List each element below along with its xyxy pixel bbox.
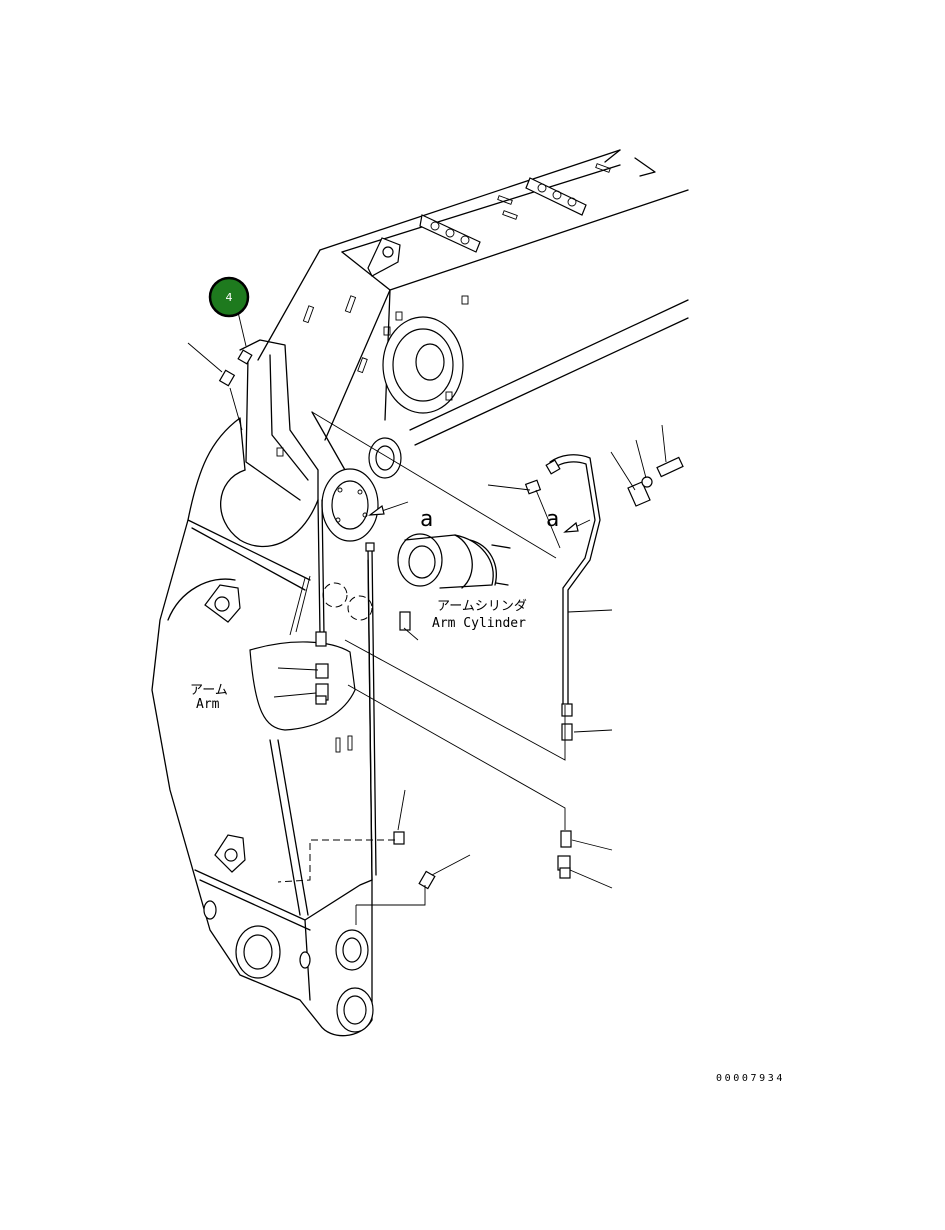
arm-cylinder-bushing <box>397 533 511 589</box>
view-mark-right: a <box>546 507 559 532</box>
drawing-number: 00007934 <box>716 1073 785 1084</box>
view-mark-left: a <box>420 507 433 532</box>
grease-piping <box>218 349 684 925</box>
arm-label-en: Arm <box>196 697 220 712</box>
callout-4[interactable]: 4 <box>208 276 250 318</box>
arm-structure <box>151 339 379 1037</box>
callout-4-number: 4 <box>226 291 233 304</box>
callout-4-badge <box>208 276 250 318</box>
grease-cover-plate <box>249 641 356 731</box>
arm-cylinder-label-jp: アームシリンダ <box>437 599 527 614</box>
leader-lines <box>187 311 667 889</box>
arm-label-jp: アーム <box>190 683 228 698</box>
arm-cylinder-label-en: Arm Cylinder <box>432 616 526 631</box>
boom-structure <box>257 149 689 479</box>
